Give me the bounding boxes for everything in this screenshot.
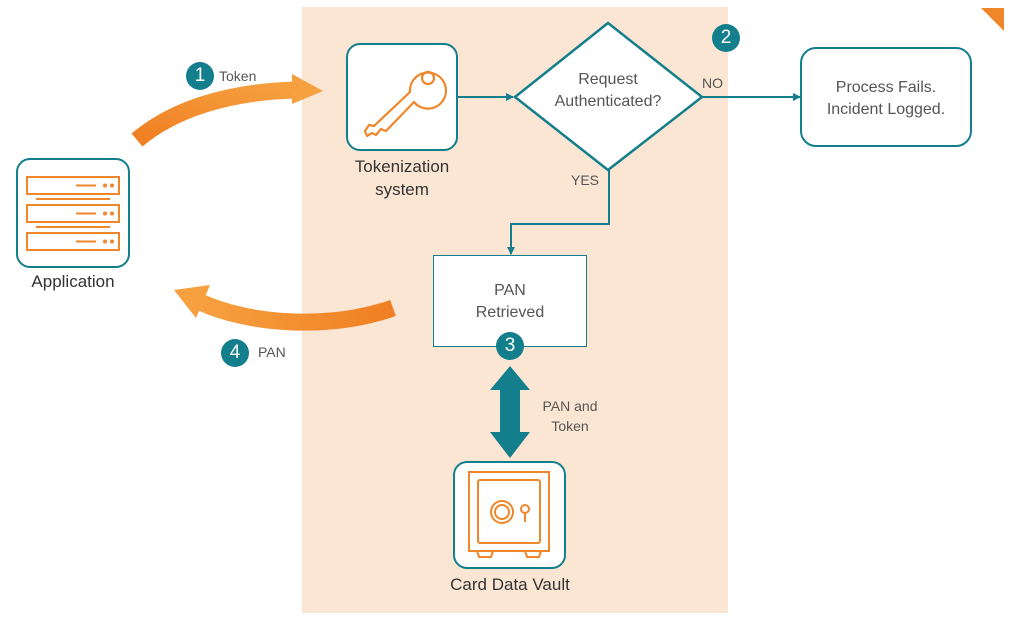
vault-link-label-line2: Token — [551, 418, 589, 434]
application-label: Application — [31, 272, 115, 291]
step-badge-3: 3 — [496, 332, 524, 360]
pan-retrieved-line2: Retrieved — [475, 304, 545, 321]
decision-line2: Authenticated? — [554, 93, 662, 110]
yes-branch-connector — [507, 170, 610, 255]
token-step-label: Token — [219, 68, 257, 84]
step-badge-2: 2 — [712, 24, 740, 52]
pan-return-arrow — [174, 285, 396, 331]
key-icon — [363, 70, 447, 138]
fail-line1: Process Fails. — [835, 79, 937, 96]
decision-line1: Request — [578, 71, 638, 88]
pan-step-label: PAN — [258, 344, 286, 360]
vault-double-arrow — [490, 366, 530, 458]
step-badge-1: 1 — [186, 62, 214, 90]
tokenization-label-line2: system — [375, 180, 429, 199]
fail-line2: Incident Logged. — [826, 101, 946, 118]
pan-retrieved-line1: PAN — [494, 282, 526, 299]
step-badge-4: 4 — [221, 339, 249, 367]
process-fails-node[interactable] — [800, 47, 972, 147]
vault-link-label-line1: PAN and — [542, 398, 598, 414]
vault-label: Card Data Vault — [450, 575, 570, 594]
tokenization-label-line1: Tokenization — [354, 157, 450, 176]
corner-triangle-decoration — [981, 8, 1004, 31]
card-data-vault-node[interactable] — [453, 461, 566, 569]
yes-label: YES — [571, 172, 600, 188]
token-flow-arrow — [131, 74, 323, 147]
pan-retrieved-node[interactable] — [433, 255, 587, 347]
tokenization-system-node[interactable] — [346, 43, 458, 151]
server-stack-icon — [26, 176, 120, 251]
application-node[interactable] — [16, 158, 130, 268]
no-label: NO — [702, 75, 723, 91]
safe-icon — [468, 471, 550, 558]
